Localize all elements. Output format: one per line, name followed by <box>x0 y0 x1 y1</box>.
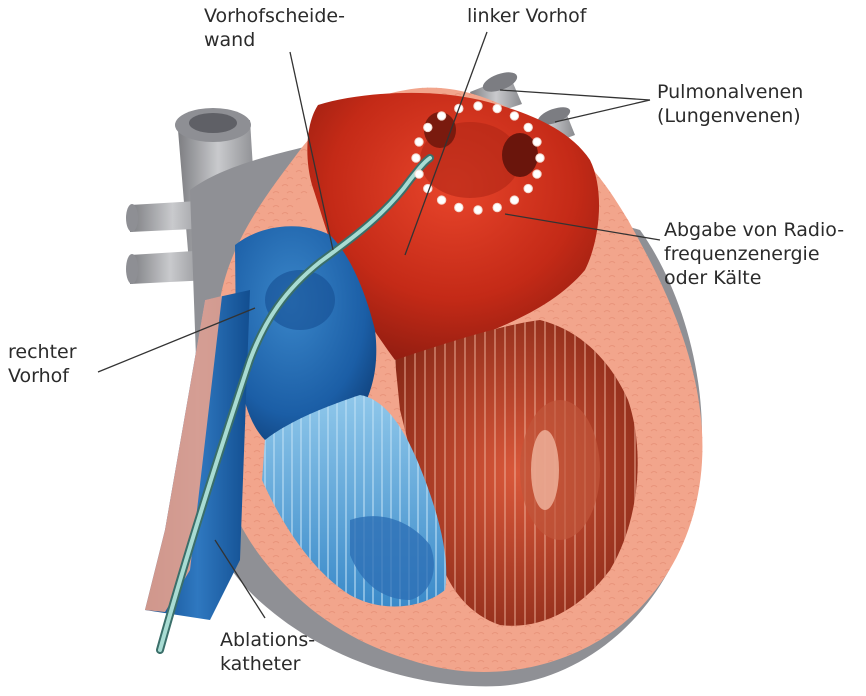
label-energy-line2: frequenzenergie <box>664 242 844 266</box>
ablation-point <box>536 154 544 162</box>
label-energy-line3: oder Kälte <box>664 266 844 290</box>
label-right-atrium-line1: rechter <box>8 340 77 364</box>
ablation-point <box>437 196 445 204</box>
label-catheter: Ablations- katheter <box>220 628 315 676</box>
label-catheter-line1: Ablations- <box>220 628 315 652</box>
ablation-point <box>437 112 445 120</box>
ablation-point <box>415 138 423 146</box>
label-energy-line1: Abgabe von Radio- <box>664 218 844 242</box>
label-pulmonary-veins-line1: Pulmonalvenen <box>657 80 803 104</box>
label-septum-line1: Vorhofscheide- <box>204 4 345 28</box>
label-pulmonary-veins-line2: (Lungenvenen) <box>657 104 803 128</box>
ablation-point <box>424 123 432 131</box>
ablation-point <box>493 104 501 112</box>
ablation-point <box>415 170 423 178</box>
label-left-atrium: linker Vorhof <box>467 4 586 28</box>
ablation-point <box>533 170 541 178</box>
label-septum: Vorhofscheide- wand <box>204 4 345 52</box>
label-left-atrium-line1: linker Vorhof <box>467 4 586 28</box>
label-energy: Abgabe von Radio- frequenzenergie oder K… <box>664 218 844 290</box>
label-right-atrium: rechter Vorhof <box>8 340 77 388</box>
label-catheter-line2: katheter <box>220 652 315 676</box>
ablation-point <box>412 154 420 162</box>
ablation-point <box>524 184 532 192</box>
ablation-point <box>510 112 518 120</box>
ablation-point <box>474 206 482 214</box>
ablation-point <box>455 203 463 211</box>
ablation-point <box>474 102 482 110</box>
ablation-point <box>510 196 518 204</box>
ablation-point <box>493 203 501 211</box>
leader-pv-1 <box>500 90 650 100</box>
label-right-atrium-line2: Vorhof <box>8 364 77 388</box>
label-pulmonary-veins: Pulmonalvenen (Lungenvenen) <box>657 80 803 128</box>
ablation-point <box>524 123 532 131</box>
label-septum-line2: wand <box>204 28 345 52</box>
ablation-point <box>533 138 541 146</box>
